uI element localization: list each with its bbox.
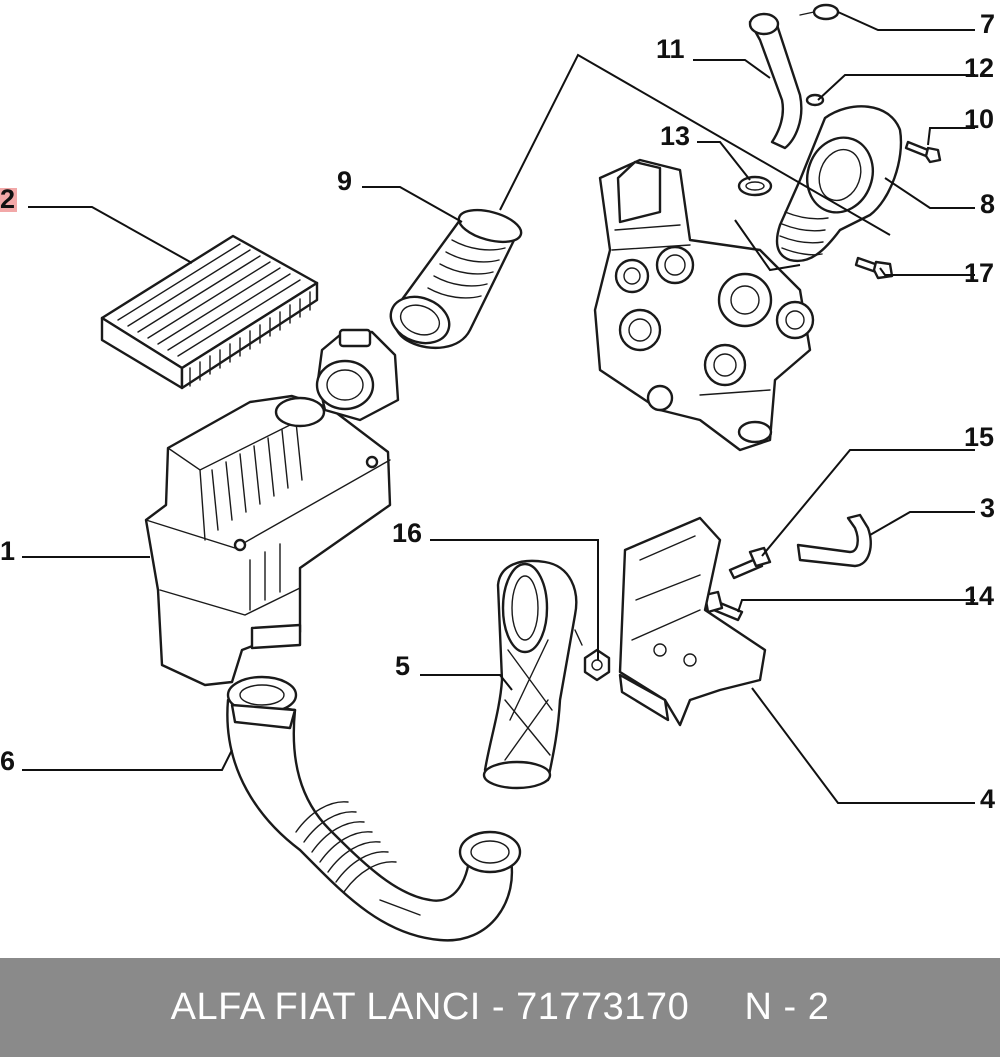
callout-11[interactable]: 11 [656, 34, 685, 64]
callout-7[interactable]: 7 [980, 9, 995, 39]
o-ring[interactable] [805, 93, 825, 107]
intake-duct-mid[interactable] [482, 559, 583, 790]
callout-6[interactable]: 6 [0, 746, 15, 776]
callout-3[interactable]: 3 [980, 493, 995, 523]
leader-lines [22, 11, 975, 804]
hose-clamp-small[interactable] [799, 3, 840, 21]
bolt-10[interactable] [904, 140, 942, 164]
pipe-bracket[interactable] [796, 513, 872, 568]
turbo-inlet-hose[interactable] [775, 105, 903, 263]
parts-diagram: 2 1 3 4 5 6 7 8 9 10 11 12 13 14 15 16 1… [0, 3, 995, 942]
intake-duct-lower[interactable] [226, 675, 522, 942]
part-number-footer: ALFA FIAT LANCI - 71773170 N - 2 [0, 958, 1000, 1057]
air-box-housing[interactable] [144, 394, 392, 687]
callout-labels: 2 1 3 4 5 6 7 8 9 10 11 12 13 14 15 16 1… [0, 9, 995, 814]
callout-5[interactable]: 5 [395, 651, 410, 681]
callout-16[interactable]: 16 [392, 518, 422, 548]
callout-4[interactable]: 4 [980, 784, 995, 814]
callout-9[interactable]: 9 [337, 166, 352, 196]
callout-14[interactable]: 14 [964, 581, 994, 611]
air-filter-element[interactable] [100, 234, 319, 390]
heat-shield-bracket[interactable] [618, 516, 767, 727]
callout-8[interactable]: 8 [980, 189, 995, 219]
turbocharger-assembly [593, 158, 815, 452]
callout-2[interactable]: 2 [0, 184, 15, 214]
callout-2-highlight [0, 188, 17, 212]
mass-air-flow-sensor [315, 328, 400, 422]
hose-clamp[interactable] [737, 175, 773, 197]
callout-13[interactable]: 13 [660, 121, 690, 151]
bolt-15[interactable] [728, 546, 772, 580]
intake-hose-upper[interactable] [384, 204, 524, 351]
callout-1[interactable]: 1 [0, 536, 15, 566]
callout-10[interactable]: 10 [964, 104, 994, 134]
callout-12[interactable]: 12 [964, 53, 994, 83]
callout-17[interactable]: 17 [964, 258, 994, 288]
breather-hose[interactable] [748, 12, 803, 150]
footer-text: ALFA FIAT LANCI - 71773170 N - 2 [170, 986, 830, 1028]
callout-15[interactable]: 15 [964, 422, 994, 452]
